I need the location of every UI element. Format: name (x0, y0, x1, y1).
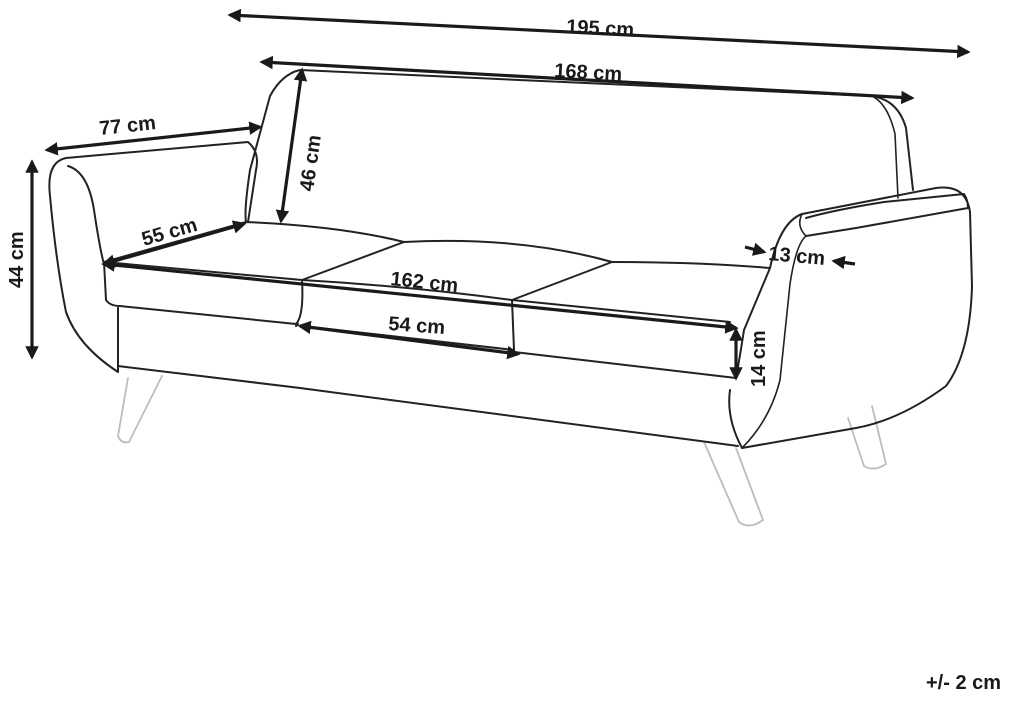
dim-line-backrest-width (259, 55, 915, 105)
label-depth: 77 cm (98, 112, 157, 140)
leg-front-right (703, 441, 765, 527)
label-backrest-height: 46 cm (296, 133, 326, 192)
backrest-inner-line (871, 95, 899, 199)
tolerance-note: +/- 2 cm (926, 672, 1002, 694)
label-arm-height: 44 cm (6, 231, 28, 288)
label-backrest-width: 168 cm (554, 60, 623, 86)
label-cushion-width: 54 cm (388, 313, 446, 339)
dim-line-seat-width (101, 258, 739, 334)
seat-cushion-right (511, 261, 771, 379)
dim-line-depth (44, 121, 263, 156)
dim-line-seat-depth (101, 220, 247, 268)
label-seat-height: 14 cm (748, 330, 770, 387)
dim-line-total-width (227, 8, 971, 59)
right-armrest (728, 186, 973, 449)
sofa-drawing (48, 69, 973, 527)
right-armrest-top (798, 213, 807, 237)
left-armrest (48, 141, 258, 373)
label-total-width: 195 cm (566, 16, 635, 41)
dim-line-arm-width-right (831, 255, 856, 270)
right-armrest-face (741, 235, 807, 449)
label-arm-width: 13 cm (768, 243, 826, 270)
dim-line-arm-width-left (744, 242, 767, 256)
dim-line-backrest-height (275, 67, 308, 224)
dim-line-cushion-width (297, 320, 521, 360)
leg-back-right (847, 405, 888, 470)
dimension-lines (25, 8, 971, 381)
leg-front-left (117, 375, 163, 444)
